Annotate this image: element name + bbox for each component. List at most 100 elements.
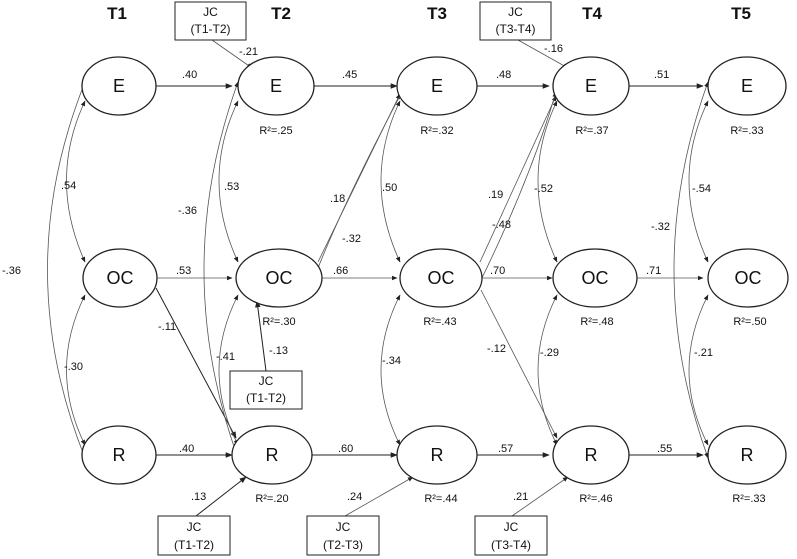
node-label: R: [431, 445, 444, 465]
path-oc-t3-to-e-t4: [479, 95, 557, 263]
path-e-t2-to-oc-t3: [317, 91, 403, 269]
coef-e-t1-t2: .40: [182, 69, 197, 81]
autoregressive-paths: [156, 83, 704, 458]
node-r-t1: [81, 425, 157, 485]
node-oc-t4: [552, 248, 638, 308]
node-label: OC: [107, 268, 134, 288]
coef-corr-t2-e-oc: .53: [224, 181, 239, 193]
r2-e-t2: R²=.25: [259, 125, 292, 137]
r2-r-t2: R²=.20: [255, 493, 288, 505]
node-label: R: [113, 445, 126, 465]
r2-e-t4: R²=.37: [575, 125, 608, 137]
node-oc-t1: [82, 248, 158, 308]
jc-box-line1: JC: [508, 5, 523, 19]
jc-box-line2: (T3-T4): [491, 538, 531, 552]
time-header-t2: T2: [271, 4, 291, 23]
coef-corr-t1-oc-r: -.30: [64, 361, 83, 373]
coef-corr-t4-e-oc: -.52: [534, 183, 553, 195]
node-r-t4: [552, 425, 630, 485]
coef-oc-t4-t5: .71: [646, 265, 661, 277]
jc-path-e-t2: [211, 39, 253, 69]
jc-box-line2: (T1-T2): [174, 538, 214, 552]
coef-corr-t3-e-oc: .50: [382, 182, 397, 194]
coef-oc-t2-to-e-t3: .18: [330, 193, 345, 205]
path-oc-t1-to-r-t2: [155, 287, 237, 439]
coef-corr-t3-oc-r: -.34: [382, 355, 401, 367]
jc-box-line2: (T2-T3): [323, 538, 363, 552]
coef-e-t2-t3: .45: [342, 69, 357, 81]
correlation-arcs: [47, 81, 709, 459]
jc-box-line1: JC: [187, 520, 202, 534]
coef-r-t2-t3: .60: [338, 443, 353, 455]
r2-e-t3: R²=.32: [420, 125, 453, 137]
r2-oc-t3: R²=.43: [423, 316, 456, 328]
r2-oc-t4: R²=.48: [580, 316, 613, 328]
node-label: OC: [582, 268, 609, 288]
node-label: E: [113, 76, 125, 96]
corr-t1-e-oc: [66, 100, 86, 263]
coef-oc-t1-t2: .53: [176, 265, 191, 277]
coef-r-t3-to-e-t4: -.48: [492, 219, 511, 231]
coefficient-labels: .40 .45 .48 .51 .53 .66 .70 .71 .40 .60 …: [2, 43, 713, 503]
node-oc-t5: [707, 248, 789, 308]
nodes-t2: E OC R: [231, 56, 323, 485]
jc-box-line1: JC: [203, 5, 218, 19]
coef-e-t2-to-oc-t3: -.32: [342, 233, 361, 245]
node-label: E: [585, 76, 597, 96]
corr-t5-oc-r: [688, 294, 709, 446]
jc-box-bottom-t3: JC (T2-T3): [306, 515, 380, 556]
jc-path-e-t4: [517, 39, 569, 69]
job-crafting-paths: [195, 39, 569, 517]
coef-r-t1-t2: .40: [179, 443, 194, 455]
time-header-t1: T1: [107, 4, 127, 23]
nodes-t1: E OC R: [81, 56, 158, 485]
jc-box-line2: (T1-T2): [246, 391, 286, 405]
jc-box-line1: JC: [336, 520, 351, 534]
jc-box-bottom-t4: JC (T3-T4): [474, 515, 548, 556]
jc-box-middle-t2: JC (T1-T2): [229, 370, 303, 410]
cross-lagged-paths: [155, 91, 558, 439]
jc-path-r-t4: [511, 476, 569, 517]
coef-jc-oc-t2: -.13: [269, 345, 288, 357]
corr-t3-oc-r: [380, 294, 401, 446]
corr-t1-e-r: [47, 81, 86, 459]
jc-box-bottom-t2: JC (T1-T2): [157, 515, 231, 556]
coef-corr-t1-e-r: -.36: [2, 265, 21, 277]
coef-jc-r-t2: .13: [191, 491, 206, 503]
coef-oc-t3-to-e-t4: .19: [488, 189, 503, 201]
node-e-t5: [707, 56, 787, 116]
node-label: OC: [266, 268, 293, 288]
node-label: E: [270, 76, 282, 96]
coef-corr-t4-oc-r: -.29: [540, 347, 559, 359]
jc-box-line1: JC: [504, 520, 519, 534]
node-oc-t2: [235, 248, 323, 308]
r2-r-t5: R²=.33: [732, 493, 765, 505]
coef-corr-t5-e-oc: -.54: [692, 183, 711, 195]
coef-corr-t5-oc-r: -.21: [694, 347, 713, 359]
coef-jc-e-t2: -.21: [239, 46, 258, 58]
corr-t5-e-r: [673, 81, 709, 459]
time-header-t5: T5: [731, 4, 751, 23]
node-r-t5: [707, 425, 787, 485]
jc-box-line1: JC: [259, 374, 274, 388]
coef-corr-t2-e-r: -.36: [178, 205, 197, 217]
coef-oc-t2-t3: .66: [333, 265, 348, 277]
coef-e-t3-t4: .48: [496, 69, 511, 81]
coef-e-t4-t5: .51: [654, 69, 669, 81]
coef-oc-t3-t4: .70: [490, 265, 505, 277]
time-header-t4: T4: [582, 4, 602, 23]
jc-path-oc-t2: [255, 300, 267, 372]
node-oc-t3: [399, 248, 483, 308]
node-e-t2: [237, 56, 315, 116]
node-label: E: [431, 76, 443, 96]
corr-t1-oc-r: [66, 294, 86, 446]
coef-r-t3-t4: .57: [498, 443, 513, 455]
nodes-t4: E OC R: [552, 56, 638, 485]
nodes-t5: E OC R: [707, 56, 789, 485]
jc-box-line2: (T1-T2): [191, 22, 231, 36]
corr-t2-e-oc: [218, 100, 239, 263]
node-r-t2: [231, 425, 313, 485]
jc-box-line2: (T3-T4): [496, 22, 536, 36]
jc-box-top-t4: JC (T3-T4): [479, 1, 552, 41]
